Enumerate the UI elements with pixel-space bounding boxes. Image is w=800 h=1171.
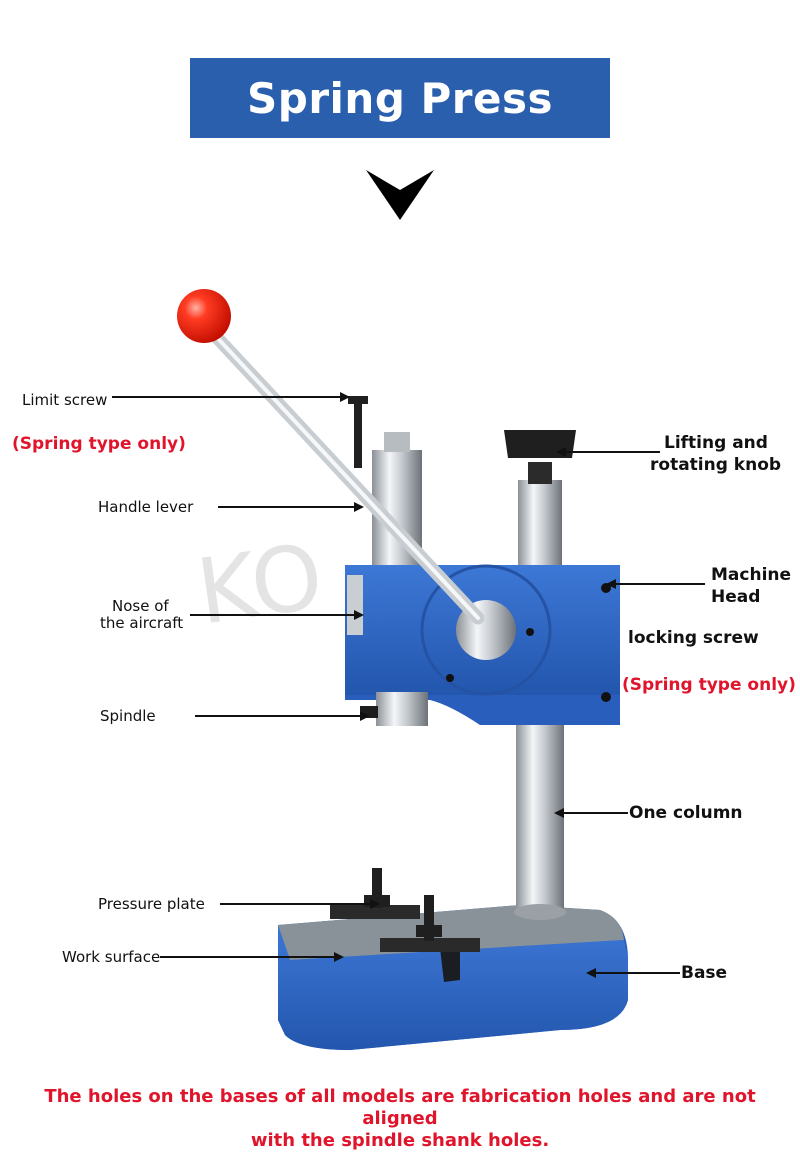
- label-spring-type-only-right: (Spring type only): [622, 675, 796, 695]
- upper-column: [518, 480, 562, 570]
- label-nose-line2: the aircraft: [100, 614, 184, 632]
- label-spindle: Spindle: [100, 707, 156, 725]
- label-pressure-plate: Pressure plate: [98, 895, 205, 913]
- base-body: [278, 905, 628, 1050]
- pressure-plate-1: [330, 868, 420, 919]
- label-spring-type-only-left: (Spring type only): [12, 434, 186, 454]
- label-machine-head-line2: Head: [711, 587, 761, 607]
- label-handle-lever: Handle lever: [98, 498, 194, 516]
- label-nose-line1: Nose of: [112, 597, 169, 615]
- limit-screw-rod: [354, 398, 362, 468]
- label-locking-screw: locking screw: [628, 628, 759, 648]
- label-one-column: One column: [629, 803, 743, 823]
- footer-note: The holes on the bases of all models are…: [20, 1086, 780, 1152]
- label-base: Base: [681, 963, 728, 983]
- title-banner: Spring Press: [190, 58, 610, 138]
- footer-line2: with the spindle shank holes.: [250, 1130, 550, 1151]
- spindle: [376, 692, 428, 726]
- page-title: Spring Press: [247, 73, 553, 123]
- rotating-knob: [504, 430, 576, 458]
- label-work-surface: Work surface: [62, 948, 161, 966]
- label-machine-head-line1: Machine: [711, 565, 792, 585]
- handle-knob: [177, 289, 231, 343]
- label-lifting-line1: Lifting and: [664, 433, 768, 453]
- label-limit-screw: Limit screw: [22, 391, 108, 409]
- footer-line1: The holes on the bases of all models are…: [44, 1086, 756, 1129]
- column: [516, 700, 564, 915]
- down-chevron-icon: [366, 170, 434, 220]
- pressure-plate-2: [380, 895, 480, 952]
- label-lifting-line2: rotating knob: [650, 455, 782, 475]
- watermark-logo: KO: [191, 524, 329, 645]
